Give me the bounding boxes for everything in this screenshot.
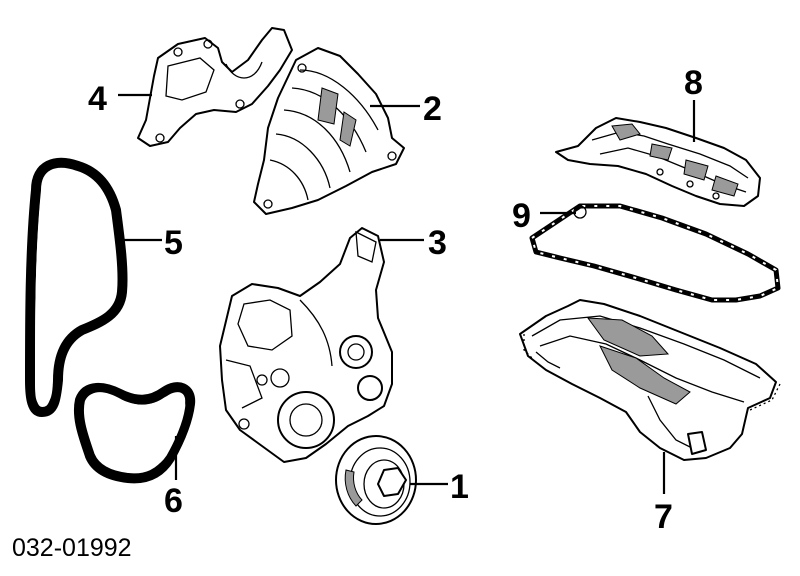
part-7-oil-pan	[519, 299, 781, 461]
callout-8: 8	[684, 64, 703, 102]
part-2-upper-timing-cover	[253, 47, 405, 215]
callout-labels: 4 2 3 5 6 1 8 9 7	[88, 64, 703, 536]
callout-9: 9	[512, 197, 531, 235]
callout-7: 7	[654, 498, 673, 536]
callout-4: 4	[88, 80, 107, 118]
part-8-baffle-plate	[555, 117, 761, 207]
part-5-timing-belt	[25, 157, 128, 417]
callout-5: 5	[164, 224, 183, 262]
leader-lines	[118, 93, 696, 494]
part-9-oil-pan-gasket	[529, 203, 781, 303]
callout-6: 6	[164, 482, 183, 520]
part-4-rear-timing-cover	[137, 27, 293, 147]
callout-1: 1	[450, 468, 469, 506]
part-3-lower-timing-cover	[219, 227, 393, 463]
drawing-code: 032-01992	[12, 534, 132, 562]
callout-3: 3	[428, 224, 447, 262]
callout-2: 2	[423, 90, 442, 128]
part-1-crankshaft-pulley	[335, 435, 417, 525]
part-6-balancer-belt	[74, 382, 196, 484]
